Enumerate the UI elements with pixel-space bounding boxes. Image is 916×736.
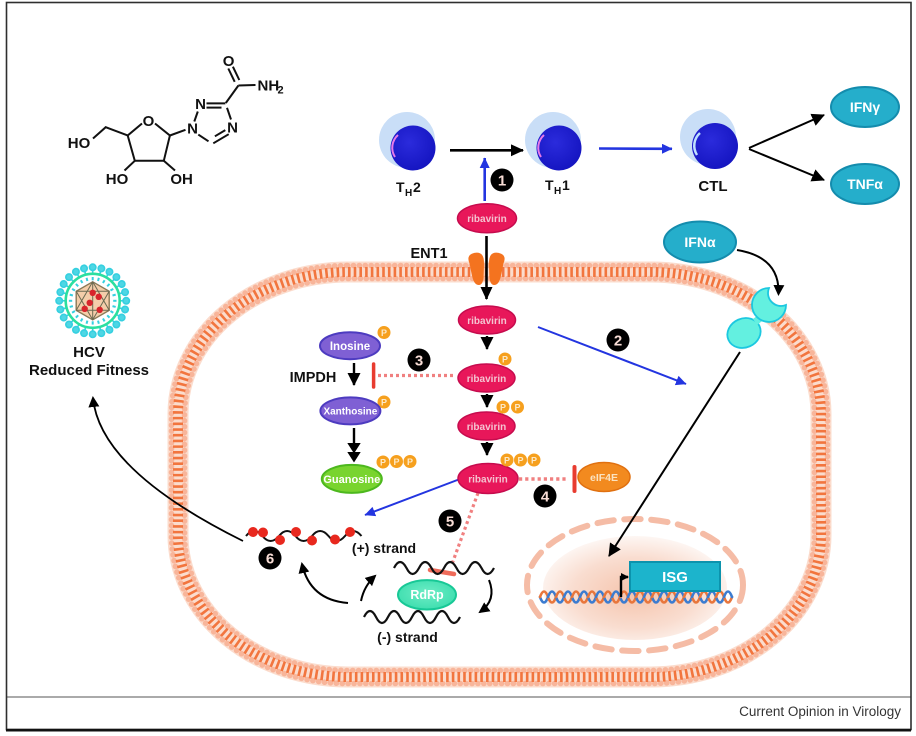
svg-text:Inosine: Inosine — [330, 341, 370, 353]
svg-text:P: P — [500, 403, 506, 413]
svg-text:P: P — [407, 457, 413, 467]
svg-text:P: P — [381, 398, 387, 408]
svg-text:N: N — [195, 96, 206, 113]
svg-text:IFNα: IFNα — [684, 234, 716, 250]
svg-text:ISG: ISG — [662, 569, 688, 586]
svg-text:P: P — [380, 458, 386, 468]
svg-text:1: 1 — [562, 177, 570, 193]
svg-text:OH: OH — [170, 171, 193, 188]
svg-text:P: P — [381, 328, 387, 338]
svg-text:T: T — [545, 177, 554, 193]
svg-text:ribavirin: ribavirin — [467, 316, 506, 327]
svg-text:Reduced Fitness: Reduced Fitness — [29, 362, 149, 379]
svg-text:TNFα: TNFα — [847, 176, 883, 192]
svg-text:IMPDH: IMPDH — [290, 370, 337, 386]
svg-text:HCV: HCV — [73, 344, 105, 361]
svg-text:O: O — [223, 53, 235, 70]
svg-text:N: N — [227, 120, 238, 137]
svg-text:HO: HO — [68, 135, 91, 152]
svg-text:P: P — [502, 355, 508, 365]
svg-text:2: 2 — [413, 179, 421, 195]
svg-text:H: H — [405, 188, 412, 199]
svg-text:Guanosine: Guanosine — [323, 474, 380, 486]
svg-text:Current Opinion in Virology: Current Opinion in Virology — [739, 704, 901, 719]
svg-text:ENT1: ENT1 — [410, 246, 447, 262]
svg-text:H: H — [554, 186, 561, 197]
svg-text:ribavirin: ribavirin — [467, 422, 506, 433]
svg-text:2: 2 — [278, 85, 284, 97]
svg-text:1: 1 — [498, 173, 506, 190]
svg-text:3: 3 — [415, 353, 423, 370]
svg-text:ribavirin: ribavirin — [467, 374, 506, 385]
svg-text:IFNγ: IFNγ — [850, 99, 881, 115]
svg-text:P: P — [393, 457, 399, 467]
svg-text:5: 5 — [446, 514, 454, 531]
svg-text:N: N — [187, 120, 198, 137]
svg-text:P: P — [504, 456, 510, 466]
svg-text:Xanthosine: Xanthosine — [323, 407, 377, 418]
svg-text:(-) strand: (-) strand — [377, 629, 438, 645]
svg-text:O: O — [143, 113, 155, 130]
svg-text:NH: NH — [258, 78, 280, 95]
svg-text:HO: HO — [106, 171, 129, 188]
svg-text:4: 4 — [541, 489, 550, 506]
svg-text:2: 2 — [614, 333, 622, 350]
svg-text:ribavirin: ribavirin — [468, 475, 507, 486]
svg-text:CTL: CTL — [698, 178, 727, 195]
svg-text:P: P — [514, 403, 520, 413]
svg-text:eIF4E: eIF4E — [590, 472, 618, 484]
svg-text:6: 6 — [266, 551, 274, 568]
svg-text:(+) strand: (+) strand — [352, 540, 416, 556]
svg-text:ribavirin: ribavirin — [467, 214, 506, 225]
svg-text:P: P — [531, 456, 537, 466]
svg-text:T: T — [396, 179, 405, 195]
svg-text:P: P — [517, 456, 523, 466]
svg-text:RdRp: RdRp — [410, 588, 444, 602]
